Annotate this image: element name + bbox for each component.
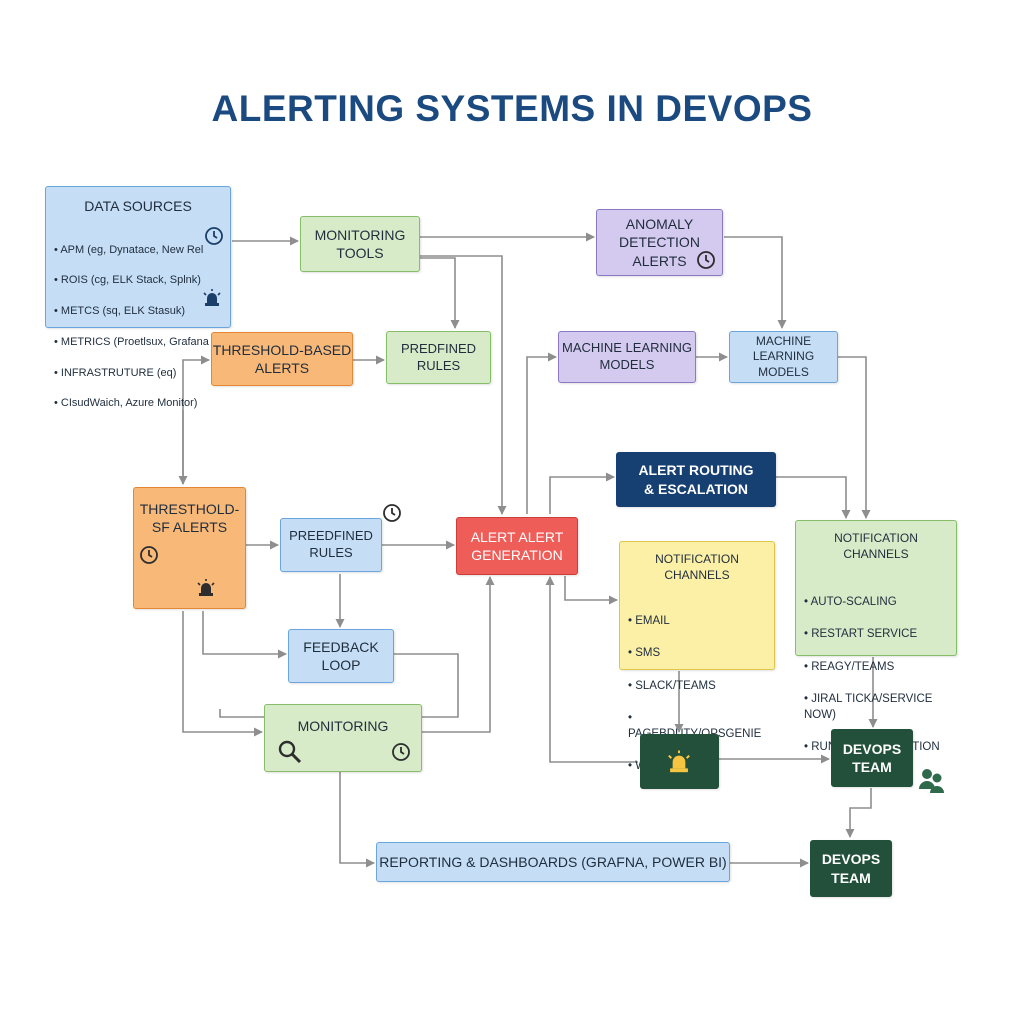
clock-icon xyxy=(697,251,715,269)
list-item: CIsudWaich, Azure Monitor) xyxy=(54,396,209,411)
arrow-feedback-to-monitoring xyxy=(219,653,459,718)
list-item: APM (eg, Dynatace, New Rel xyxy=(54,243,209,258)
monitoring-box: MONITORING xyxy=(264,704,422,772)
list-item: METRICS (Proetlsux, Grafana xyxy=(54,335,209,350)
predefined-rules-top-box: PREDFINED RULES xyxy=(386,331,491,384)
arrow-alert-device-to-alert-gen xyxy=(545,576,638,763)
arrow-threshold-sf-to-monitoring xyxy=(182,611,263,737)
arrow-monitoring-to-alert-gen xyxy=(422,576,495,733)
arrow-routing-to-notification xyxy=(776,476,851,519)
arrow-devops-to-devops xyxy=(845,788,872,838)
list-item: RESTART SERVICE xyxy=(804,626,948,642)
list-item: JIRAL TICKA/SERVICE NOW) xyxy=(804,691,948,723)
arrow-ml-right-to-notification xyxy=(838,356,871,519)
list-item: REAGY/TEAMS xyxy=(804,659,948,675)
alert-generation-box: ALERT ALERT GENERATION xyxy=(456,517,578,575)
arrow-anomaly-to-ml-right xyxy=(724,236,787,329)
monitoring-tools-box: MONITORING TOOLS xyxy=(300,216,420,272)
notification-channels-title: NOTIFICATION CHANNELS xyxy=(655,552,739,582)
clock-icon xyxy=(383,504,401,522)
alert-routing-box: ALERT ROUTING & ESCALATION xyxy=(616,452,776,507)
alarm-icon xyxy=(197,579,215,596)
feedback-loop-box: FEEDBACK LOOP xyxy=(288,629,394,683)
arrow-monitoring-to-reporting xyxy=(339,772,375,868)
arrow-tools-to-alert-generation xyxy=(420,255,507,515)
threshold-based-alerts-box: THRESHOLD-BASED ALERTS xyxy=(211,332,353,386)
alarm-icon xyxy=(203,289,221,306)
page-title: ALERTING SYSTEMS IN DEVOPS xyxy=(211,88,813,129)
arrow-alert-gen-to-routing xyxy=(549,472,615,514)
arrow-alert-gen-to-ml-left xyxy=(526,352,557,514)
alarm-icon xyxy=(668,750,690,773)
data-sources-list: APM (eg, Dynatace, New Rel ROIS (cg, ELK… xyxy=(54,227,209,427)
clock-icon xyxy=(205,227,223,245)
devops-team-box: DEVOPS TEAM xyxy=(831,729,913,787)
arrow-alert-gen-to-notification xyxy=(564,576,618,605)
list-item: SMS xyxy=(628,645,766,661)
search-icon xyxy=(278,740,302,764)
anomaly-detection-box: ANOMALY DETECTION ALERTS xyxy=(596,209,723,276)
ml-models-right-box: MACHINE LEARNING MODELS xyxy=(729,331,838,383)
data-sources-title: DATA SOURCES xyxy=(84,198,192,214)
clock-icon xyxy=(392,743,410,761)
clock-icon xyxy=(140,546,158,564)
list-item: METCS (sq, ELK Stasuk) xyxy=(54,304,209,319)
notification-channels-yellow-box: NOTIFICATION CHANNELS EMAIL SMS SLACK/TE… xyxy=(619,541,775,772)
data-sources-box: DATA SOURCES APM (eg, Dynatace, New Rel … xyxy=(45,186,231,409)
ml-models-left-box: MACHINE LEARNING MODELS xyxy=(558,331,696,383)
team-icon xyxy=(919,769,944,793)
arrow-tools-to-predefined-rules xyxy=(420,257,460,329)
devops-team-box: DEVOPS TEAM xyxy=(810,840,892,897)
predefined-rules-mid-box: PREEDFINED RULES xyxy=(280,518,382,572)
list-item: SLACK/TEAMS xyxy=(628,678,766,694)
notification-channels-green-box: NOTIFICATION CHANNELS AUTO-SCALING RESTA… xyxy=(795,520,957,753)
list-item: EMAIL xyxy=(628,613,766,629)
list-item: ROIS (cg, ELK Stack, Splnk) xyxy=(54,273,209,288)
reporting-dashboards-box: REPORTING & DASHBOARDS (GRAFNA, POWER BI… xyxy=(376,842,730,882)
arrow-threshold-sf-to-feedback xyxy=(202,611,287,659)
list-item: AUTO-SCALING xyxy=(804,594,948,610)
notification-channels-title: NOTIFICATION CHANNELS xyxy=(834,531,918,561)
list-item: INFRASTRUTURE (eq) xyxy=(54,366,209,381)
